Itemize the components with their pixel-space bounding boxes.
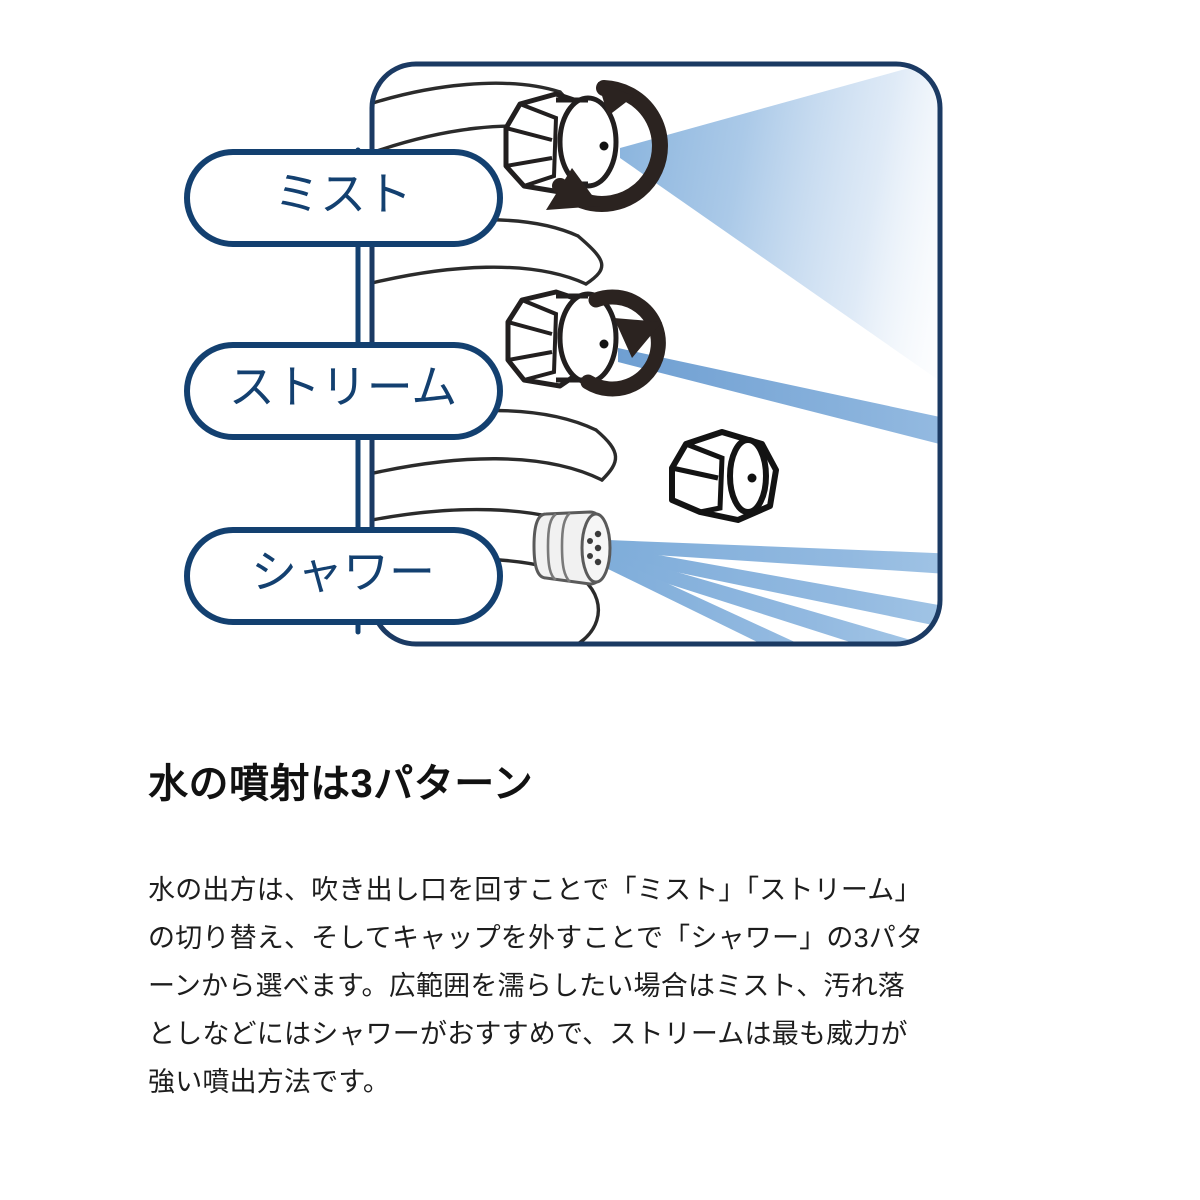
label-pill-shower-text: シャワー	[251, 546, 435, 598]
body-line: 強い噴出方法です。	[148, 1067, 391, 1097]
label-pill-mist-text: ミスト	[274, 168, 412, 220]
page-title: 水の噴射は3パターン	[148, 762, 534, 806]
mist-spray-cone	[620, 64, 940, 430]
mist-rotation-arrow	[546, 80, 668, 212]
label-pill-mist[interactable]: ミスト	[184, 149, 503, 247]
body-line: ーンから選べます。広範囲を濡らしたい場合はミスト、汚れ落	[148, 971, 906, 1001]
stream-spray-jet	[618, 348, 940, 462]
mist-nozzle	[503, 80, 668, 212]
label-pill-shower[interactable]: シャワー	[184, 527, 503, 625]
stream-rotation-arrow	[580, 289, 666, 397]
product-spray-pattern-illustration: ミスト ストリーム シャワー	[184, 61, 943, 647]
body-paragraph: 水の出方は、吹き出し口を回すことで「ミスト」「ストリーム」 の切り替え、そしてキ…	[148, 866, 1048, 1106]
shower-head	[532, 510, 612, 586]
body-line: としなどにはシャワーがおすすめで、ストリームは最も威力が	[148, 1019, 908, 1049]
body-line: 水の出方は、吹き出し口を回すことで「ミスト」「ストリーム」	[148, 875, 922, 905]
description-section: 水の噴射は3パターン 水の出方は、吹き出し口を回すことで「ミスト」「ストリーム」…	[148, 760, 1048, 1106]
removed-nozzle-cap	[669, 429, 779, 523]
label-pill-stream-text: ストリーム	[229, 361, 458, 413]
label-pill-stream[interactable]: ストリーム	[184, 342, 503, 440]
body-line: の切り替え、そしてキャップを外すことで「シャワー」の3パタ	[148, 923, 924, 953]
stream-nozzle	[505, 289, 666, 397]
